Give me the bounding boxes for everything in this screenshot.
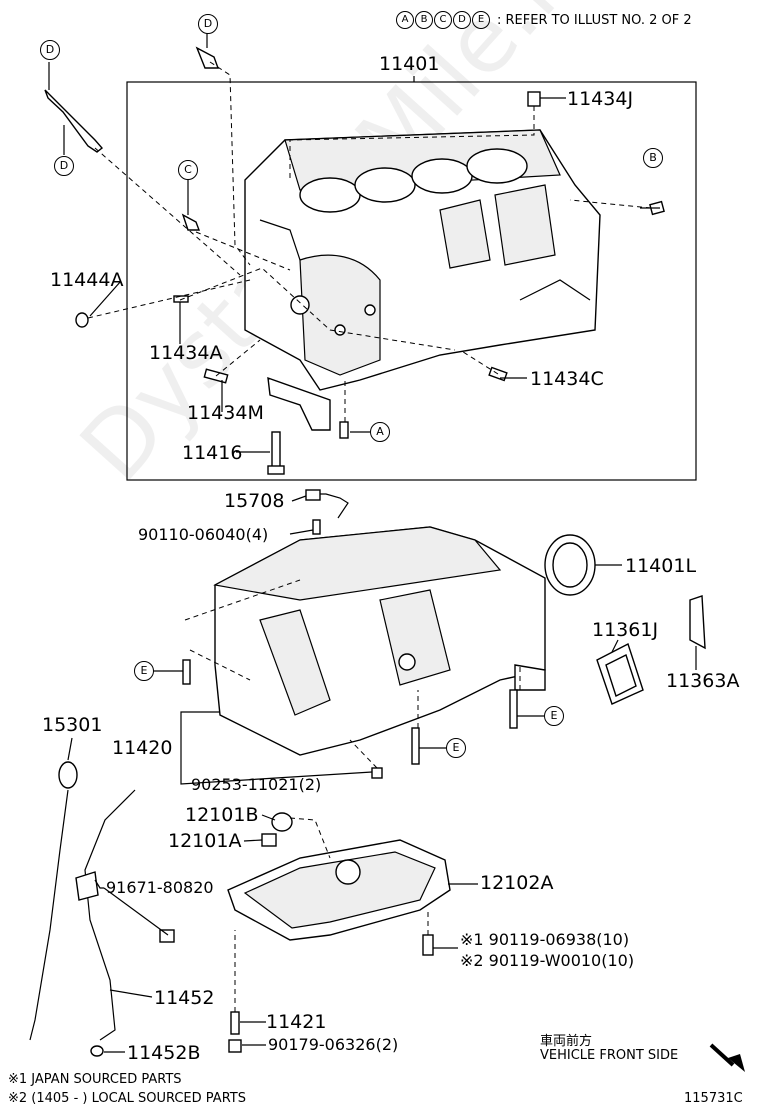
callout-d-top[interactable]: D: [198, 14, 218, 34]
direction-en: VEHICLE FRONT SIDE: [540, 1048, 679, 1063]
part-15708[interactable]: 15708: [224, 490, 285, 512]
part-11420[interactable]: 11420: [112, 737, 173, 759]
callout-d-left-top[interactable]: D: [40, 40, 60, 60]
note-japan-sourced: ※1 JAPAN SOURCED PARTS: [8, 1072, 182, 1087]
legend-b: B: [415, 11, 433, 29]
vehicle-front-arrow: [709, 1043, 745, 1072]
note-local-sourced: ※2 (1405 - ) LOCAL SOURCED PARTS: [8, 1091, 246, 1106]
crankcase-drawing: [213, 526, 546, 756]
part-11434a[interactable]: 11434A: [149, 342, 223, 364]
part-11434m[interactable]: 11434M: [187, 402, 264, 424]
part-11361j[interactable]: 11361J: [592, 619, 659, 641]
bearing-cap-drawing: [267, 376, 331, 431]
cylinder-block-frame: [126, 81, 697, 481]
callout-e3[interactable]: E: [446, 738, 466, 758]
callout-e1[interactable]: E: [134, 661, 154, 681]
part-90119-w0010[interactable]: ※2 90119-W0010(10): [460, 951, 635, 970]
part-11434j[interactable]: 11434J: [567, 88, 634, 110]
legend-text: : REFER TO ILLUST NO. 2 OF 2: [497, 12, 692, 28]
illustration-number: 115731C: [684, 1091, 743, 1106]
legend: A B C D E : REFER TO ILLUST NO. 2 OF 2: [396, 11, 692, 29]
oil-pan-drawing: [227, 839, 451, 941]
part-91671-80820[interactable]: 91671-80820: [106, 878, 214, 897]
part-11421[interactable]: 11421: [266, 1011, 327, 1033]
callout-d-left-bottom[interactable]: D: [54, 156, 74, 176]
part-11444a[interactable]: 11444A: [50, 269, 124, 291]
part-11416[interactable]: 11416: [182, 442, 243, 464]
part-15301[interactable]: 15301: [42, 714, 103, 736]
legend-e: E: [472, 11, 490, 29]
cylinder-block-drawing: [244, 129, 601, 391]
part-11452b[interactable]: 11452B: [127, 1042, 201, 1064]
callout-a[interactable]: A: [370, 422, 390, 442]
legend-a: A: [396, 11, 414, 29]
part-11363a[interactable]: 11363A: [666, 670, 740, 692]
callout-b[interactable]: B: [643, 148, 663, 168]
callout-e2[interactable]: E: [544, 706, 564, 726]
part-90119-06938[interactable]: ※1 90119-06938(10): [460, 930, 630, 949]
part-90179-06326[interactable]: 90179-06326(2): [268, 1035, 399, 1054]
callout-c[interactable]: C: [178, 160, 198, 180]
part-12101b[interactable]: 12101B: [185, 804, 259, 826]
legend-c: C: [434, 11, 452, 29]
legend-d: D: [453, 11, 471, 29]
part-11434c[interactable]: 11434C: [530, 368, 604, 390]
part-12102a[interactable]: 12102A: [480, 872, 554, 894]
direction-jp: 車両前方: [540, 1034, 593, 1049]
part-90253-11021[interactable]: 90253-11021(2): [191, 775, 322, 794]
part-12101a[interactable]: 12101A: [168, 830, 242, 852]
part-11401l[interactable]: 11401L: [625, 555, 697, 577]
part-90110-06040[interactable]: 90110-06040(4): [138, 525, 269, 544]
part-11452[interactable]: 11452: [154, 987, 215, 1009]
part-11401[interactable]: 11401: [379, 53, 440, 75]
